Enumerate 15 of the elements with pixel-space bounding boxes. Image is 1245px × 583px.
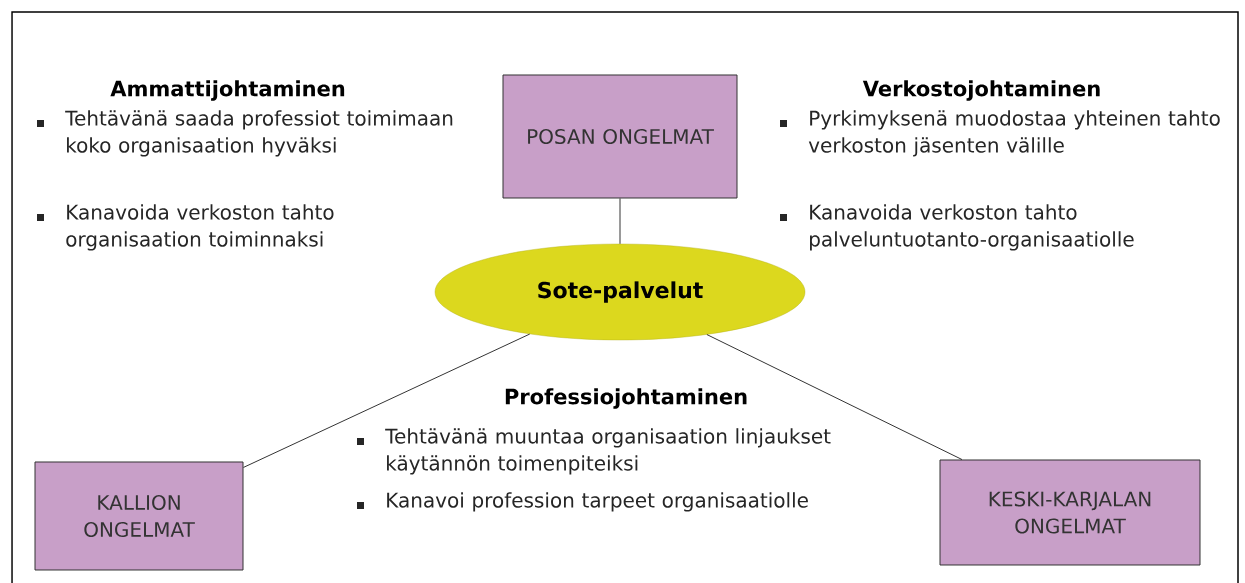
heading: Professiojohtaminen (505, 388, 747, 409)
connector-line (619, 198, 621, 245)
process-box: KALLION ONGELMAT (34, 461, 244, 571)
bullet-text: Pyrkimyksenä muodostaa yhteinen tahto verkoston jäsenten välille (808, 110, 1220, 157)
process-box: KESKI-KARJALAN ONGELMAT (939, 459, 1201, 566)
process-box: POSAN ONGELMAT (502, 74, 738, 199)
bullet-text: Kanavoi profession tarpeet organisaatiolle (387, 492, 808, 512)
heading: Ammattijohtaminen (110, 80, 345, 101)
bullet-text: Kanavoida verkoston tahto organisaation toiminnaksi (66, 204, 334, 251)
connector-line (243, 333, 531, 468)
bullet-text: Tehtävänä muuntaa organisaation linjaukset käytännön toimenpiteiksi (385, 428, 831, 475)
connector-line (706, 334, 963, 460)
heading: Verkostojohtaminen (862, 80, 1100, 101)
bullet-text: Kanavoida verkoston tahto palveluntuotanto-organisaatiolle (810, 204, 1134, 251)
bullet-text: Tehtävänä saada professiot toimimaan koko organisaation hyväksi (65, 110, 453, 157)
